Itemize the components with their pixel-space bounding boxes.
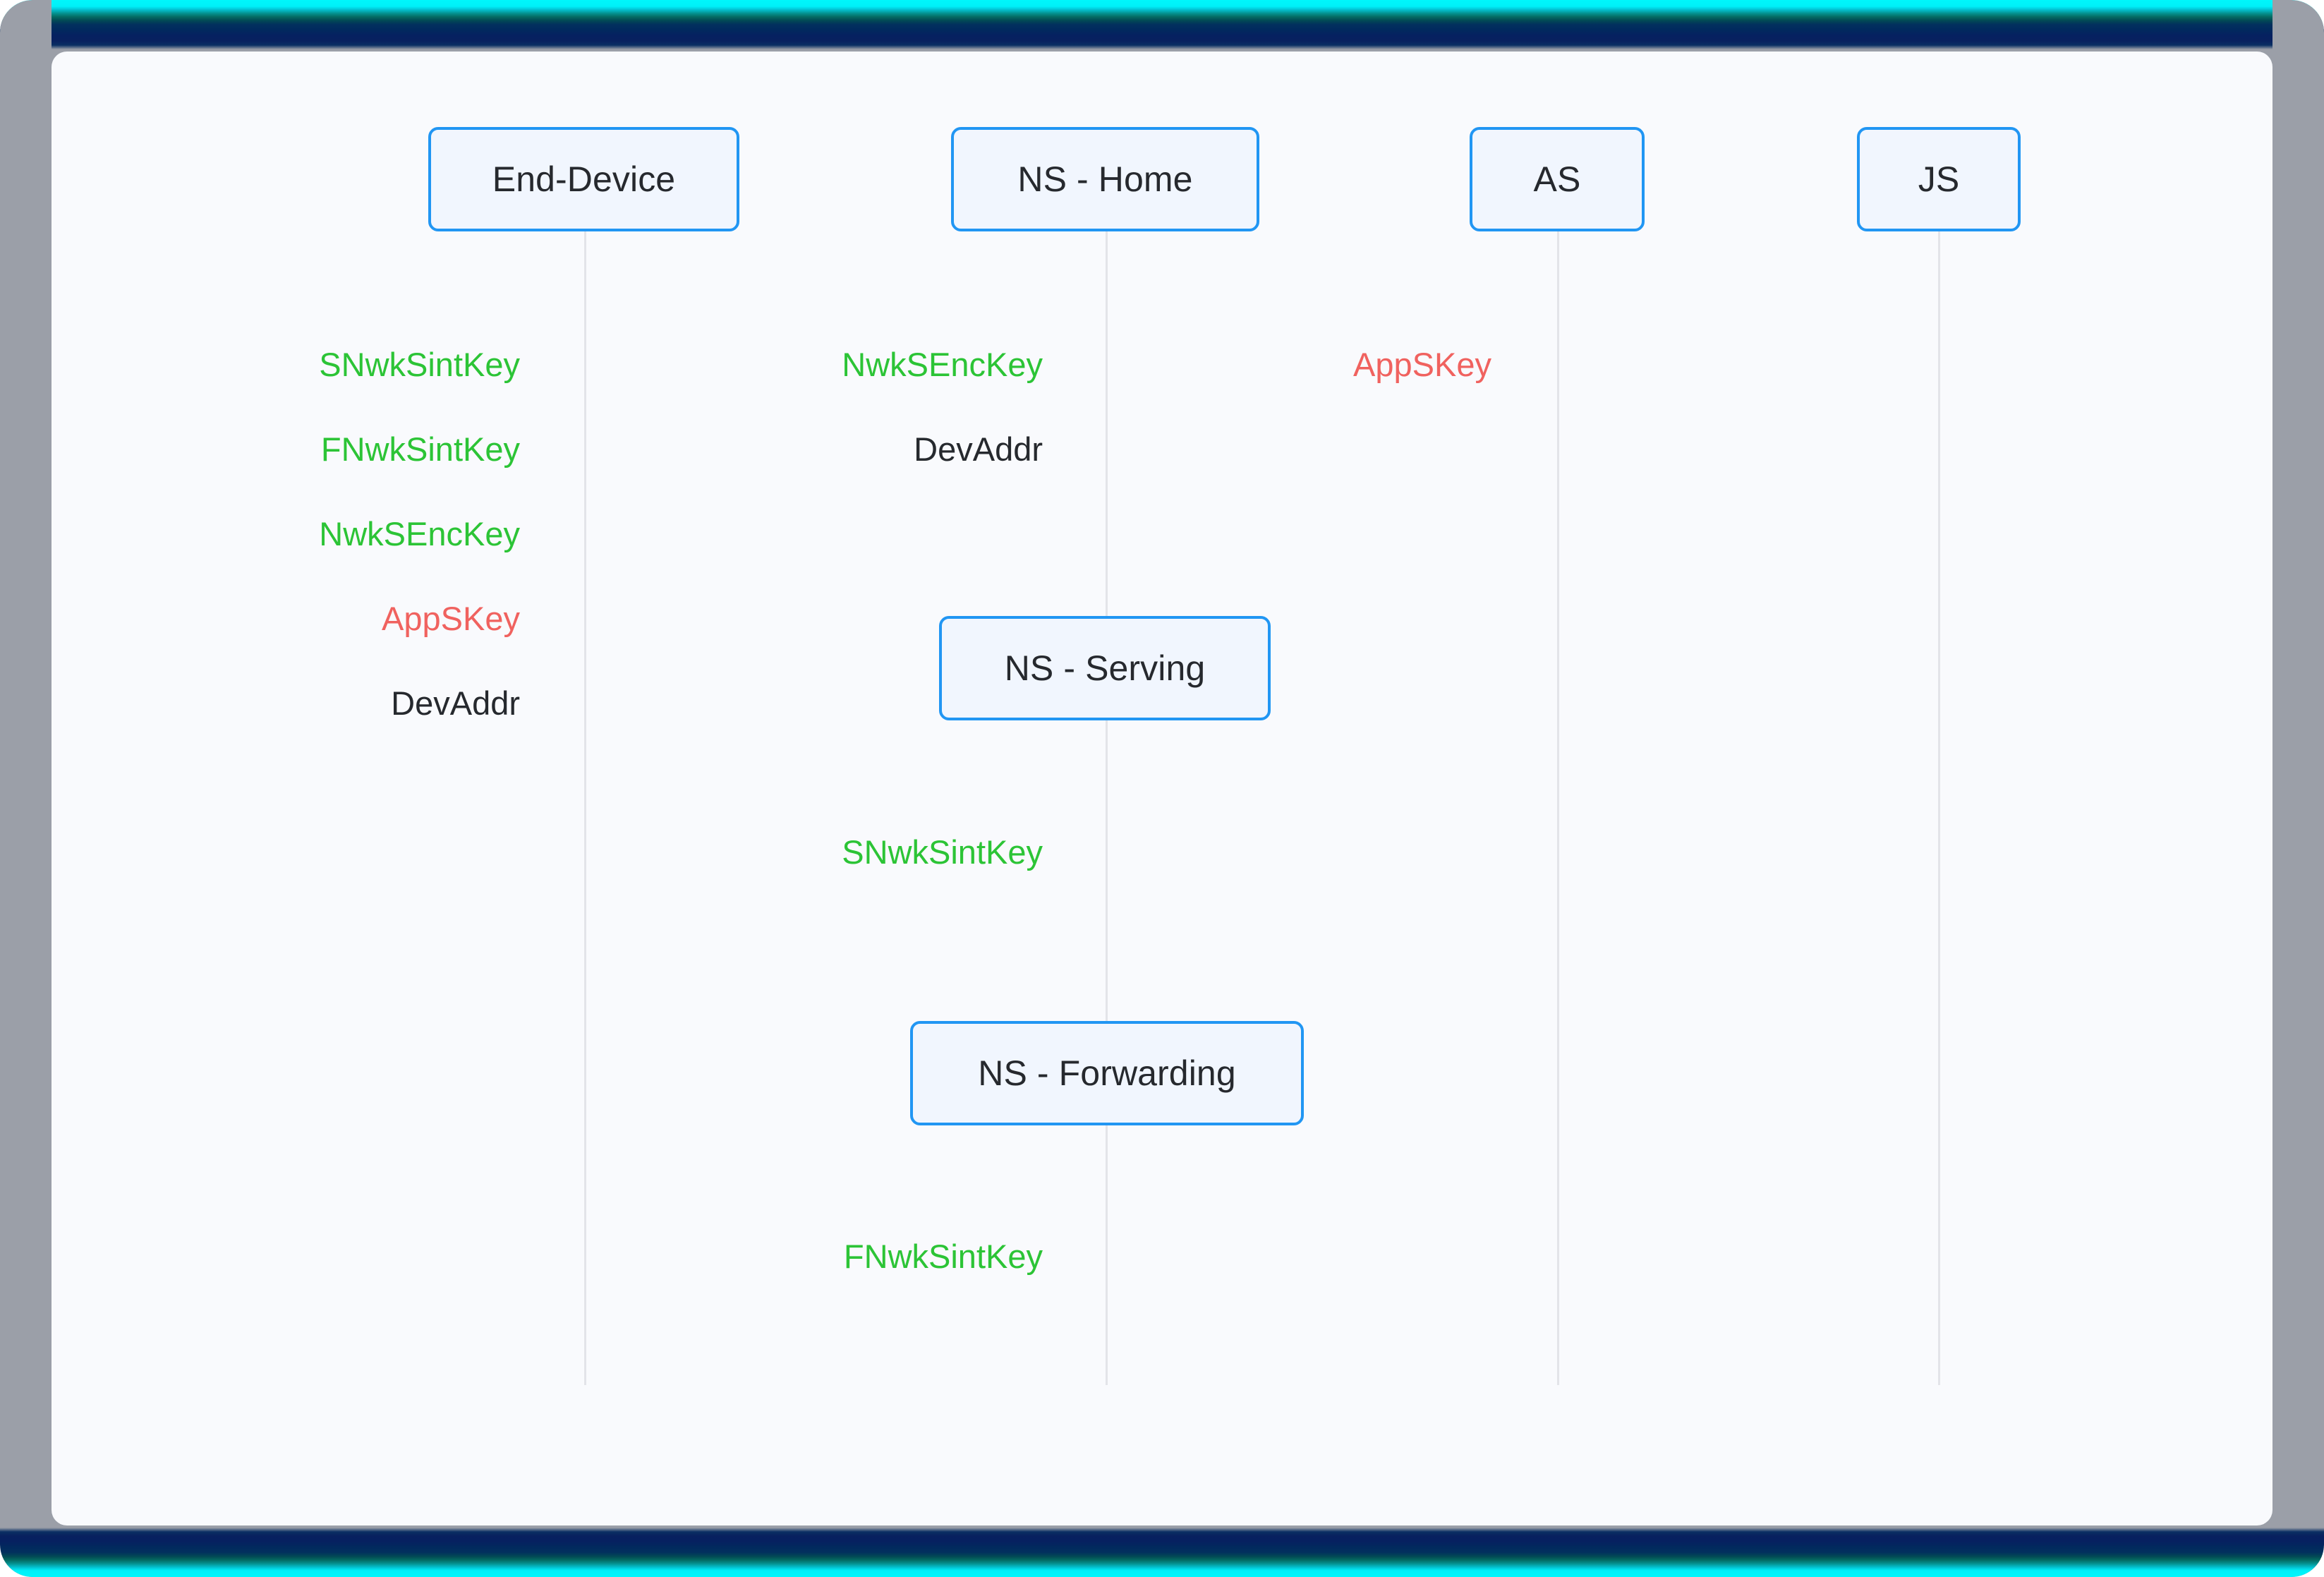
node-label-ns-serving: NS - Serving: [1004, 648, 1206, 688]
node-ns-home[interactable]: NS - Home: [951, 127, 1259, 231]
node-ns-forwarding[interactable]: NS - Forwarding: [910, 1021, 1304, 1125]
node-ns-serving[interactable]: NS - Serving: [939, 616, 1271, 720]
key-label-fnwksintkey-end-device: FNwkSintKey: [320, 430, 520, 468]
node-js[interactable]: JS: [1857, 127, 2021, 231]
key-label-appskey-end-device: AppSKey: [382, 600, 520, 637]
lifeline-js: [1938, 231, 1940, 1385]
lifeline-ns: [1106, 231, 1108, 1385]
key-label-devaddr-ns-home: DevAddr: [914, 430, 1043, 468]
lifeline-as: [1557, 231, 1559, 1385]
lifeline-end-device: [584, 231, 586, 1385]
diagram-canvas: SNwkSintKey FNwkSintKey NwkSEncKey AppSK…: [52, 52, 2272, 1525]
key-label-fnwksintkey-ns-forwarding: FNwkSintKey: [843, 1238, 1043, 1275]
node-label-ns-home: NS - Home: [1017, 159, 1193, 199]
node-as[interactable]: AS: [1470, 127, 1645, 231]
key-label-devaddr-end-device: DevAddr: [391, 684, 520, 722]
key-label-nwksenckey-end-device: NwkSEncKey: [319, 515, 520, 552]
key-label-snwksintkey-end-device: SNwkSintKey: [319, 346, 520, 383]
node-end-device[interactable]: End-Device: [428, 127, 739, 231]
node-label-end-device: End-Device: [492, 159, 676, 199]
node-label-js: JS: [1918, 159, 1960, 199]
node-label-ns-forwarding: NS - Forwarding: [978, 1053, 1236, 1093]
key-label-nwksenckey-ns-home: NwkSEncKey: [842, 346, 1043, 383]
key-label-snwksintkey-ns-serving: SNwkSintKey: [842, 833, 1043, 871]
key-label-appskey-as: AppSKey: [1353, 346, 1491, 383]
node-label-as: AS: [1533, 159, 1581, 199]
